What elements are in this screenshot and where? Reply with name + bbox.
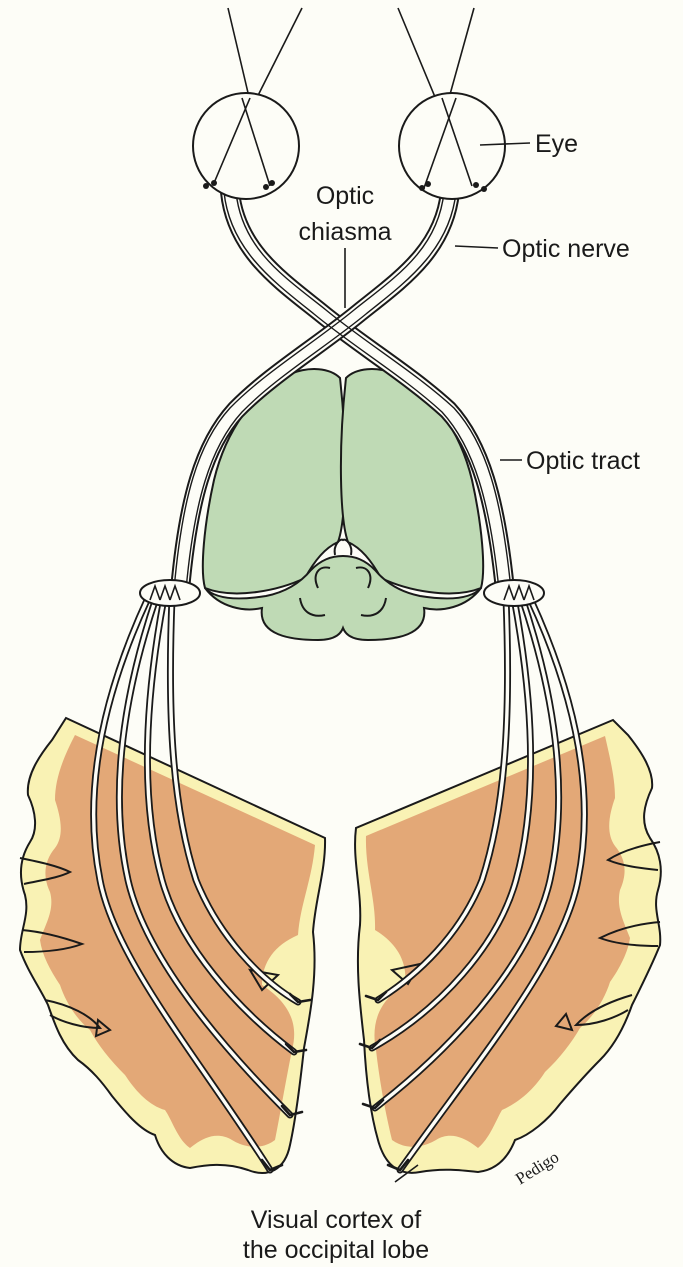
- optic-chiasma-label-line1: Optic: [316, 182, 374, 210]
- artist-signature: Pedigo: [512, 1147, 562, 1188]
- left-lateral-geniculate: [140, 580, 200, 606]
- optic-nerve-label: Optic nerve: [502, 235, 630, 263]
- eye-label: Eye: [535, 130, 578, 158]
- visual-cortex-label-line1: Visual cortex of: [251, 1206, 422, 1234]
- optic-chiasma-label-line2: chiasma: [298, 218, 391, 246]
- visual-cortex-label-line2: the occipital lobe: [243, 1236, 429, 1264]
- optic-tract-label: Optic tract: [526, 447, 640, 475]
- right-lateral-geniculate: [484, 580, 544, 606]
